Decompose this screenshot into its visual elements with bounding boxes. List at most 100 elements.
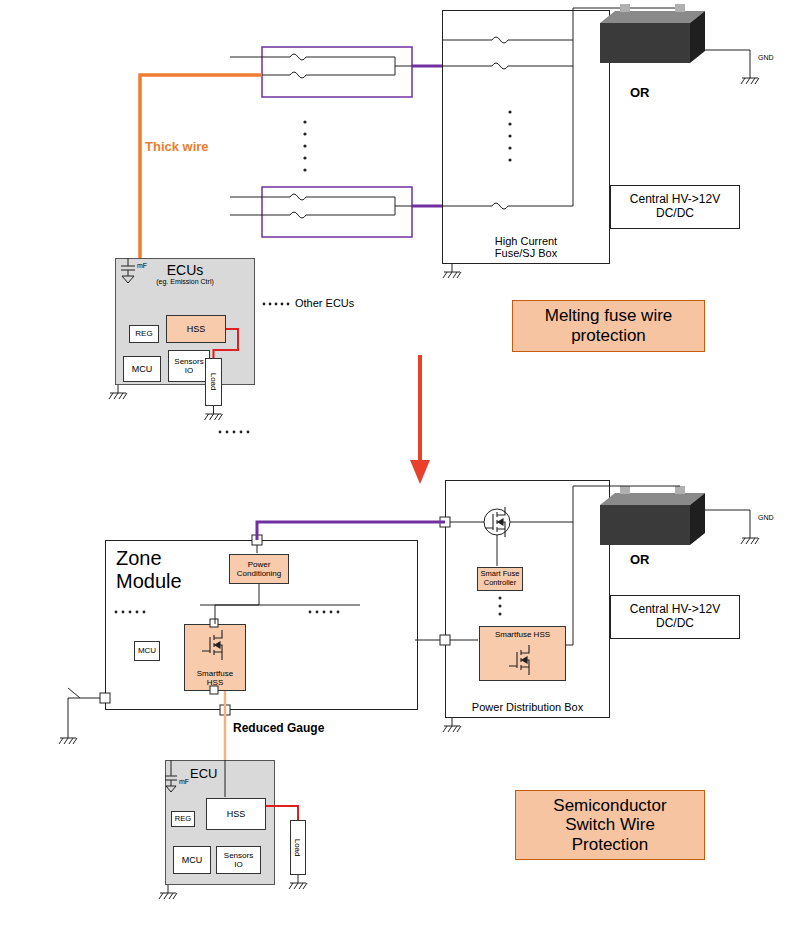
or-label: OR (630, 86, 650, 101)
node-note: (eg. Emission Ctrl) (156, 278, 214, 286)
title-box: Semiconductor Switch Wire Protection (515, 790, 705, 860)
node-title: MCU (182, 855, 203, 865)
high-side-switch: HSS (206, 798, 266, 830)
wire-connector (266, 806, 298, 820)
ellipsis-dots (269, 303, 272, 306)
text-holder: MCU (174, 847, 210, 873)
capacitor-symbol (121, 258, 135, 283)
text-holder: Power Distribution Box (446, 481, 609, 717)
wire (415, 486, 680, 645)
ellipsis-dots (136, 611, 139, 614)
node-title: REG (175, 815, 191, 824)
dcdc-converter: Central HV->12V DC/DC (610, 185, 740, 229)
text-holder: Power Conditioning (230, 555, 288, 583)
load-box: Load (290, 820, 306, 875)
ellipsis-dots (143, 611, 146, 614)
wire-connector (214, 329, 239, 358)
text-holder: Load (291, 821, 305, 874)
node-title: ECUs (167, 262, 204, 278)
mosfet-symbol (509, 645, 529, 675)
node-title: High Current Fuse/SJ Box (486, 235, 566, 260)
node-title: Semiconductor Switch Wire Protection (544, 796, 676, 855)
sensor-io-box: Sensors IO (168, 350, 210, 382)
smart-fuse-controller: Smart Fuse Controller (477, 567, 523, 591)
capacitor-label: mF (179, 778, 189, 786)
ellipsis-dots (499, 597, 502, 600)
capacitor-symbol (121, 258, 177, 792)
ellipsis-dots (499, 605, 502, 608)
node-title: Sensors IO (172, 357, 206, 375)
wire-connector (225, 691, 226, 760)
capacitor-label: mF (137, 262, 147, 270)
text-holder: Semiconductor Switch Wire Protection (516, 791, 704, 859)
ground-symbol (205, 406, 223, 420)
ellipsis-dots (316, 611, 319, 614)
node-title: Melting fuse wire protection (520, 306, 698, 345)
ecu-box: ECUs(eg. Emission Ctrl) REG HSS MCU Sensors … (115, 258, 255, 385)
connector-square (440, 635, 450, 645)
fuse-bus (442, 4, 750, 530)
ground-label: GND (758, 514, 774, 522)
wire (68, 385, 680, 797)
text-holder: REG (130, 326, 158, 342)
ellipsis-dots (275, 303, 278, 306)
ellipsis-dots (263, 303, 266, 306)
node-title: Load (293, 839, 302, 857)
power-distribution-box: Power Distribution BoxSmart Fuse Control… (445, 480, 610, 718)
wire-label: Thick wire (145, 140, 209, 155)
ellipsis-dots (303, 144, 306, 147)
node-title: Smart Fuse Controller (480, 570, 520, 587)
ground-symbol (159, 885, 177, 899)
ellipsis-dots (219, 431, 222, 434)
fuse-block (412, 205, 442, 208)
node-title: Central HV->12V DC/DC (628, 603, 722, 631)
text-holder: MCU (135, 642, 159, 660)
text-holder: REG (172, 812, 194, 826)
ground-symbol (741, 530, 759, 544)
mosfet-symbol (202, 630, 222, 660)
ellipsis-dots (508, 146, 511, 149)
battery-symbol (600, 4, 705, 63)
node-title: Smartfuse HSS (495, 630, 550, 639)
mcu-box: MCU (134, 641, 160, 661)
ellipsis-dots (508, 158, 511, 161)
mcu-box: MCU (123, 356, 161, 382)
node-title: Smartfuse HSS (193, 669, 238, 687)
node-title: Central HV->12V DC/DC (628, 193, 722, 221)
connector-square (100, 693, 110, 703)
dcdc-converter: Central HV->12V DC/DC (610, 595, 740, 639)
node-title: Sensors IO (222, 851, 256, 869)
node-title: Zone Module (116, 547, 196, 593)
wire-label: Reduced Gauge (233, 722, 324, 736)
ground-symbol (289, 875, 307, 889)
regulator-box: REG (171, 811, 195, 827)
text-holder: High Current Fuse/SJ Box (443, 11, 609, 263)
or-label: OR (630, 553, 650, 568)
ellipsis-dots (287, 303, 290, 306)
wire-connector (215, 584, 259, 624)
regulator-box: REG (129, 325, 159, 343)
mcu-box: MCU (173, 846, 211, 874)
connector-square (210, 686, 218, 694)
transition-arrow (410, 355, 430, 484)
text-holder: Sensors IO (169, 351, 209, 381)
ellipsis-dots (303, 168, 306, 171)
text-holder: Load (206, 359, 221, 405)
ellipsis-dots (337, 611, 340, 614)
ground-symbol (59, 730, 77, 744)
node-title: MCU (132, 364, 153, 374)
text-holder: MCU (124, 357, 160, 381)
fuse-block (262, 187, 412, 237)
text-holder: HSS (167, 316, 225, 342)
wire-connector (412, 65, 442, 68)
wire-connector (140, 66, 442, 258)
connector-square (210, 619, 218, 627)
ellipsis-dots (323, 611, 326, 614)
fuse-block (262, 47, 412, 97)
high-side-switch: HSS (166, 315, 226, 343)
ellipsis-dots (247, 431, 250, 434)
fuse-box: High Current Fuse/SJ Box (442, 10, 610, 264)
text-holder: Sensors IO (217, 847, 260, 873)
power-conditioning: Power Conditioning (229, 554, 289, 584)
